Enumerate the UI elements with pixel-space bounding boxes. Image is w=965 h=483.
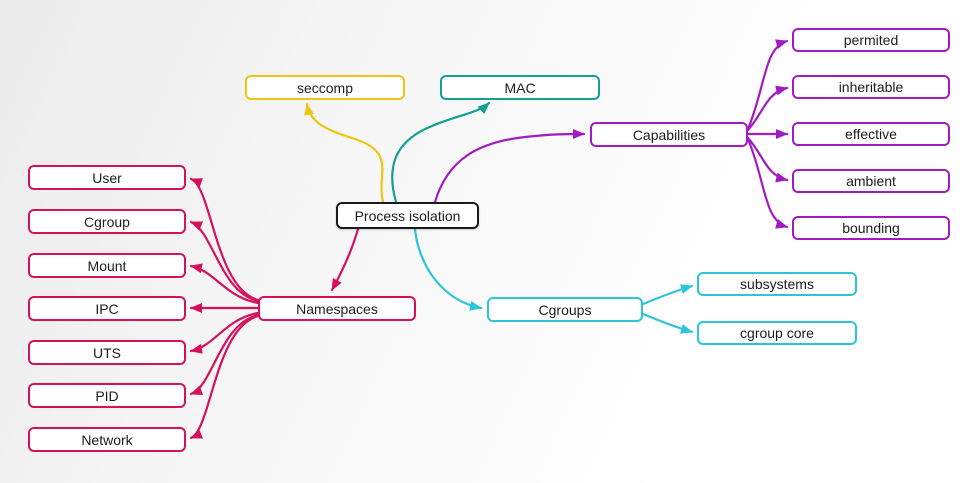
node-label: effective	[845, 126, 897, 142]
node-label: cgroup core	[740, 325, 814, 341]
edge-namespaces-cgroup	[189, 220, 260, 303]
node-label: Cgroups	[538, 301, 592, 318]
node-label: PID	[95, 387, 119, 404]
edge-capabilities-inheritable	[746, 85, 789, 132]
node-bounding[interactable]: bounding	[792, 216, 950, 240]
node-label: IPC	[95, 300, 119, 317]
node-cgroups[interactable]: Cgroups	[487, 297, 643, 322]
node-label: MAC	[504, 79, 536, 96]
edge-namespaces-uts	[189, 311, 260, 354]
node-ipc[interactable]: IPC	[28, 296, 186, 321]
edge-root-seccomp	[304, 102, 385, 204]
edge-namespaces-pid	[189, 313, 260, 396]
node-capabilities[interactable]: Capabilities	[590, 122, 748, 147]
node-network[interactable]: Network	[28, 427, 186, 452]
node-label: inheritable	[838, 79, 904, 95]
node-subsystems[interactable]: subsystems	[697, 272, 857, 296]
node-label: User	[92, 169, 122, 186]
edge-root-mac	[391, 101, 491, 204]
node-seccomp[interactable]: seccomp	[245, 75, 405, 100]
node-ambient[interactable]: ambient	[792, 169, 950, 193]
edge-root-namespaces	[330, 227, 360, 292]
node-mac[interactable]: MAC	[440, 75, 600, 100]
node-label: Mount	[87, 257, 127, 274]
node-label: bounding	[842, 220, 900, 236]
edge-cgroups-cgroup-core	[641, 312, 694, 334]
node-label: ambient	[846, 173, 896, 189]
node-label: permited	[843, 32, 899, 48]
edge-namespaces-mount	[189, 263, 260, 305]
node-cgroup[interactable]: Cgroup	[28, 209, 186, 234]
edge-capabilities-permited	[746, 39, 789, 131]
edge-namespaces-network	[189, 314, 260, 440]
node-mount[interactable]: Mount	[28, 253, 186, 278]
node-uts[interactable]: UTS	[28, 340, 186, 365]
node-permited[interactable]: permited	[792, 28, 950, 52]
node-label: Namespaces	[296, 300, 378, 317]
node-effective[interactable]: effective	[792, 122, 950, 146]
edge-cgroups-subsystems	[641, 284, 694, 306]
edge-root-cgroups	[413, 227, 483, 311]
node-namespaces[interactable]: Namespaces	[258, 296, 416, 321]
node-label: Network	[81, 431, 133, 448]
node-inheritable[interactable]: inheritable	[792, 75, 950, 99]
node-label: Cgroup	[84, 213, 130, 230]
edge-capabilities-bounding	[746, 137, 789, 229]
node-label: UTS	[93, 344, 121, 361]
edge-namespaces-user	[189, 177, 260, 302]
node-user[interactable]: User	[28, 165, 186, 190]
node-process-isolation[interactable]: Process isolation	[336, 202, 479, 229]
node-label: Process isolation	[354, 207, 461, 224]
edge-root-capabilities	[433, 129, 586, 204]
node-label: Capabilities	[632, 126, 706, 143]
edge-capabilities-ambient	[746, 136, 789, 183]
node-pid[interactable]: PID	[28, 383, 186, 408]
node-cgroup-core[interactable]: cgroup core	[697, 321, 857, 345]
node-label: seccomp	[296, 79, 354, 96]
node-label: subsystems	[740, 276, 814, 292]
